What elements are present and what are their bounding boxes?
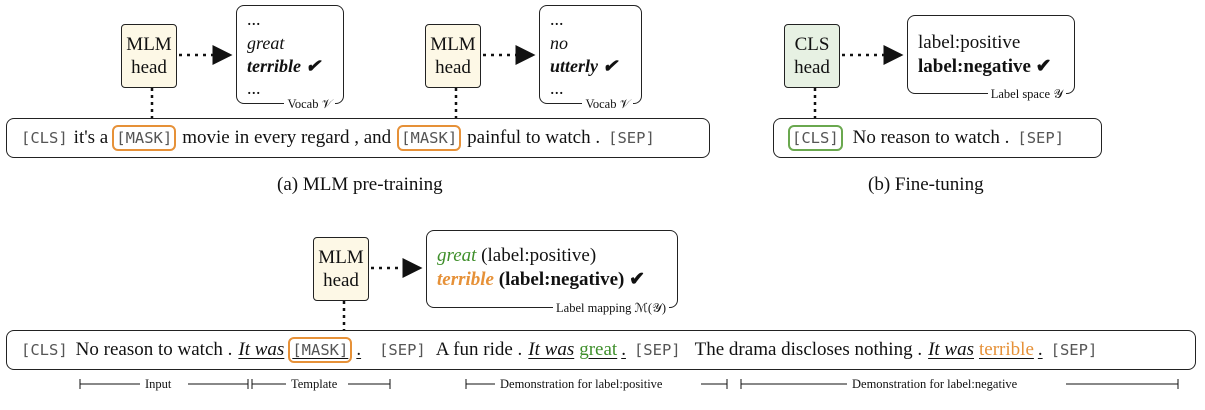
vocab-box-1: ... great terrible ✔ ... Vocab 𝒱 bbox=[236, 5, 344, 111]
head-label: head bbox=[131, 57, 167, 78]
cls-token: [CLS] bbox=[21, 341, 68, 359]
mapping-negative: terrible (label:negative) ✔ bbox=[437, 269, 645, 291]
mapped-word-positive: great bbox=[437, 245, 477, 266]
demo-positive-word-wrap: great bbox=[574, 339, 617, 361]
vocab-ellipsis: ... bbox=[247, 9, 261, 29]
sep-token: [SEP] bbox=[1017, 129, 1065, 147]
span-label-template: Template bbox=[291, 377, 338, 391]
head-label: head bbox=[323, 270, 359, 291]
sentence-text: No reason to watch . bbox=[852, 127, 1010, 148]
span-label-demo-negative: Demonstration for label:negative bbox=[852, 377, 1018, 391]
caption-b: (b) Fine-tuning bbox=[868, 174, 984, 195]
mapping-positive: great (label:positive) bbox=[437, 245, 596, 267]
sep-token: [SEP] bbox=[633, 341, 681, 359]
mapped-label-positive: (label:positive) bbox=[481, 245, 597, 266]
caption-a: (a) MLM pre-training bbox=[277, 174, 443, 195]
sep-token: [SEP] bbox=[608, 129, 655, 147]
vocab-caption: Vocab 𝒱 bbox=[582, 97, 633, 111]
head-label: head bbox=[794, 57, 830, 78]
span-label-input: Input bbox=[145, 377, 172, 391]
vocab-word: great bbox=[247, 33, 285, 53]
sentence-text: it's a bbox=[73, 127, 109, 148]
sentence-text: movie in every regard , and bbox=[182, 127, 392, 148]
mlm-head-1: MLM head bbox=[121, 24, 177, 88]
sep-token: [SEP] bbox=[379, 341, 426, 359]
mask-token-2: [MASK] bbox=[397, 125, 462, 151]
label-mapping-caption: Label mapping ℳ(𝒴) bbox=[553, 301, 669, 315]
label-space-box: label:positive label:negative ✔ Label sp… bbox=[907, 15, 1075, 101]
label-negative-selected: label:negative ✔ bbox=[918, 56, 1052, 77]
demo-positive-word: great bbox=[579, 339, 618, 360]
mapped-label-negative: (label:negative) ✔ bbox=[498, 269, 645, 290]
template-prefix: It was bbox=[238, 339, 285, 360]
mlm-input-sentence: [CLS] it's a [MASK] movie in every regar… bbox=[6, 118, 710, 158]
vocab-ellipsis: ... bbox=[550, 78, 564, 98]
template-period: . bbox=[356, 339, 362, 360]
label-mapping-box: great (label:positive) terrible (label:n… bbox=[426, 230, 678, 315]
cls-head: CLS head bbox=[784, 24, 840, 88]
demo-positive-template: It was bbox=[528, 339, 575, 360]
sep-token: [SEP] bbox=[1050, 341, 1098, 359]
head-label: CLS bbox=[794, 34, 830, 55]
demo-positive-period: . bbox=[621, 339, 626, 360]
demo-negative-word: terrible bbox=[979, 339, 1034, 360]
head-label: MLM bbox=[318, 247, 364, 268]
vocab-word-selected: utterly ✔ bbox=[550, 56, 618, 76]
vocab-caption: Vocab 𝒱 bbox=[284, 97, 335, 111]
head-label: MLM bbox=[430, 34, 476, 55]
head-label: head bbox=[435, 57, 471, 78]
demo-positive-text: A fun ride . bbox=[435, 339, 523, 360]
vocab-box-2: ... no utterly ✔ ... Vocab 𝒱 bbox=[539, 5, 642, 111]
cls-token-highlighted: [CLS] bbox=[788, 125, 843, 151]
mlm-head-3: MLM head bbox=[313, 237, 369, 301]
input-text: No reason to watch . bbox=[75, 339, 233, 360]
prompt-input-sentence: [CLS] No reason to watch . It was [MASK]… bbox=[6, 330, 1196, 370]
vocab-word-selected: terrible ✔ bbox=[247, 56, 321, 76]
template-mask-wrap: [MASK] bbox=[284, 337, 353, 363]
mask-token: [MASK] bbox=[288, 337, 353, 363]
head-label: MLM bbox=[126, 34, 172, 55]
vocab-ellipsis: ... bbox=[550, 9, 564, 29]
cls-token: [CLS] bbox=[21, 129, 68, 147]
demo-negative-period: . bbox=[1037, 339, 1043, 360]
vocab-word: no bbox=[550, 33, 568, 53]
span-label-demo-positive: Demonstration for label:positive bbox=[500, 377, 663, 391]
label-positive: label:positive bbox=[918, 32, 1021, 53]
mlm-head-2: MLM head bbox=[425, 24, 481, 88]
vocab-ellipsis: ... bbox=[247, 78, 261, 98]
demo-negative-text: The drama discloses nothing . bbox=[694, 339, 923, 360]
mapped-word-negative: terrible bbox=[437, 269, 494, 290]
sentence-text: painful to watch . bbox=[467, 127, 601, 148]
mask-token-1: [MASK] bbox=[112, 125, 177, 151]
demo-negative-template: It was bbox=[928, 339, 975, 360]
finetune-input-sentence: [CLS] No reason to watch . [SEP] bbox=[773, 118, 1102, 158]
demo-negative-word-wrap: terrible bbox=[974, 339, 1034, 361]
label-space-caption: Label space 𝒴 bbox=[987, 87, 1066, 101]
